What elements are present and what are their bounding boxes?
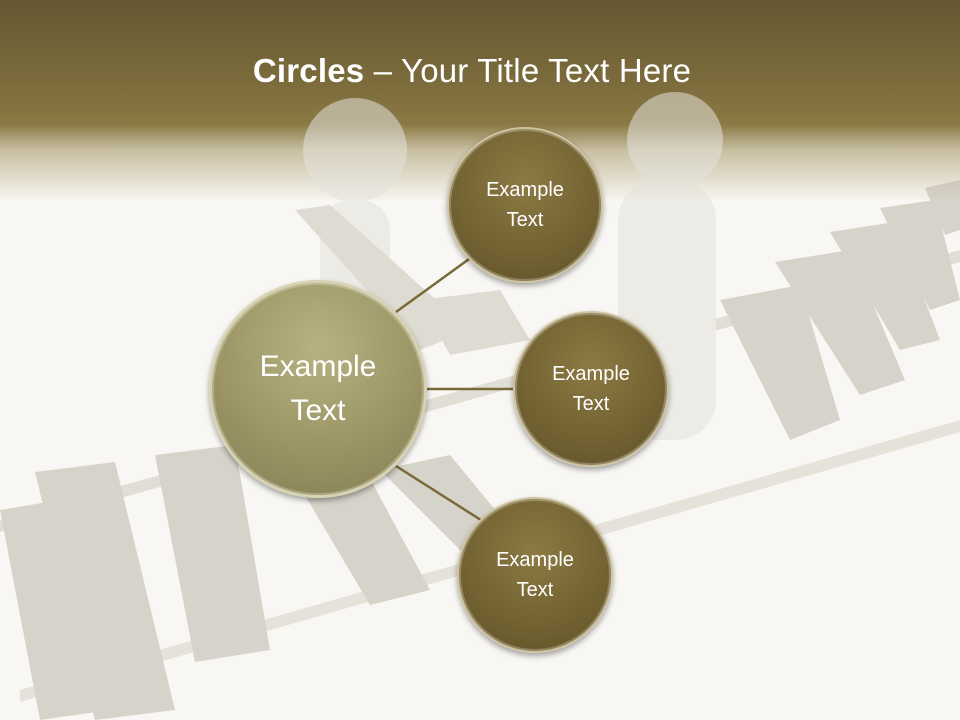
connector-line-bottom (395, 464, 485, 524)
page-title: Circles – Your Title Text Here (0, 52, 944, 90)
title-rest: – Your Title Text Here (364, 52, 692, 89)
node-circle-bottom: Example Text (457, 497, 613, 653)
node-circle-top: Example Text (447, 127, 603, 283)
center-circle-label: Example Text (259, 350, 377, 427)
node-circle-middle: Example Text (513, 311, 669, 467)
node-circle-label: Example Text (496, 549, 574, 601)
node-circle-label: Example Text (552, 363, 630, 415)
connector-line-top (395, 252, 477, 314)
node-circle-label: Example Text (486, 179, 564, 231)
center-circle: Example Text (209, 280, 427, 498)
title-bold: Circles (252, 52, 365, 89)
